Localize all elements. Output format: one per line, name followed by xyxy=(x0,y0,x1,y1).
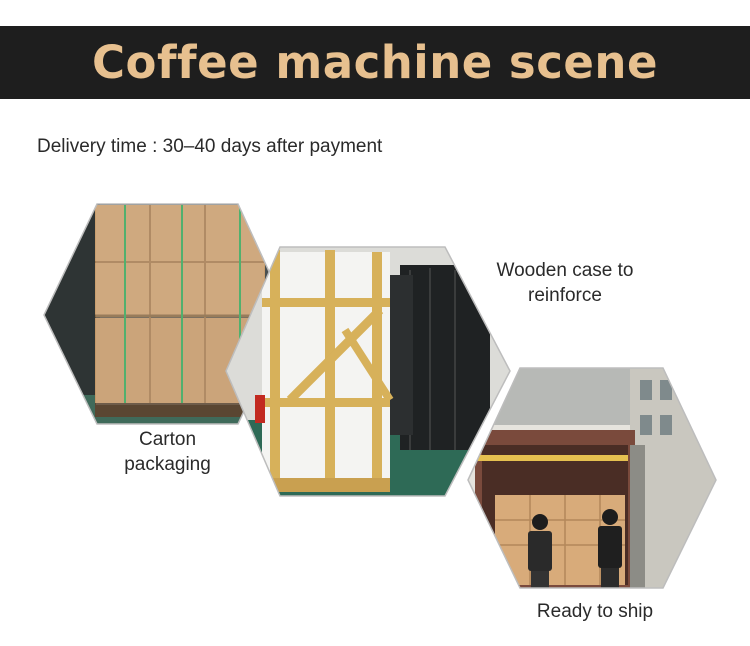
delivery-time-text: Delivery time : 30–40 days after payment xyxy=(37,136,383,157)
ready-to-ship-photo xyxy=(468,368,716,588)
wooden-case-caption: Wooden case to reinforce xyxy=(496,260,634,306)
title-banner: Coffee machine scene xyxy=(0,26,750,99)
ready-to-ship-caption: Ready to ship xyxy=(536,601,654,622)
page-title: Coffee machine scene xyxy=(92,36,658,89)
carton-packaging-caption: Carton packaging xyxy=(124,429,211,475)
